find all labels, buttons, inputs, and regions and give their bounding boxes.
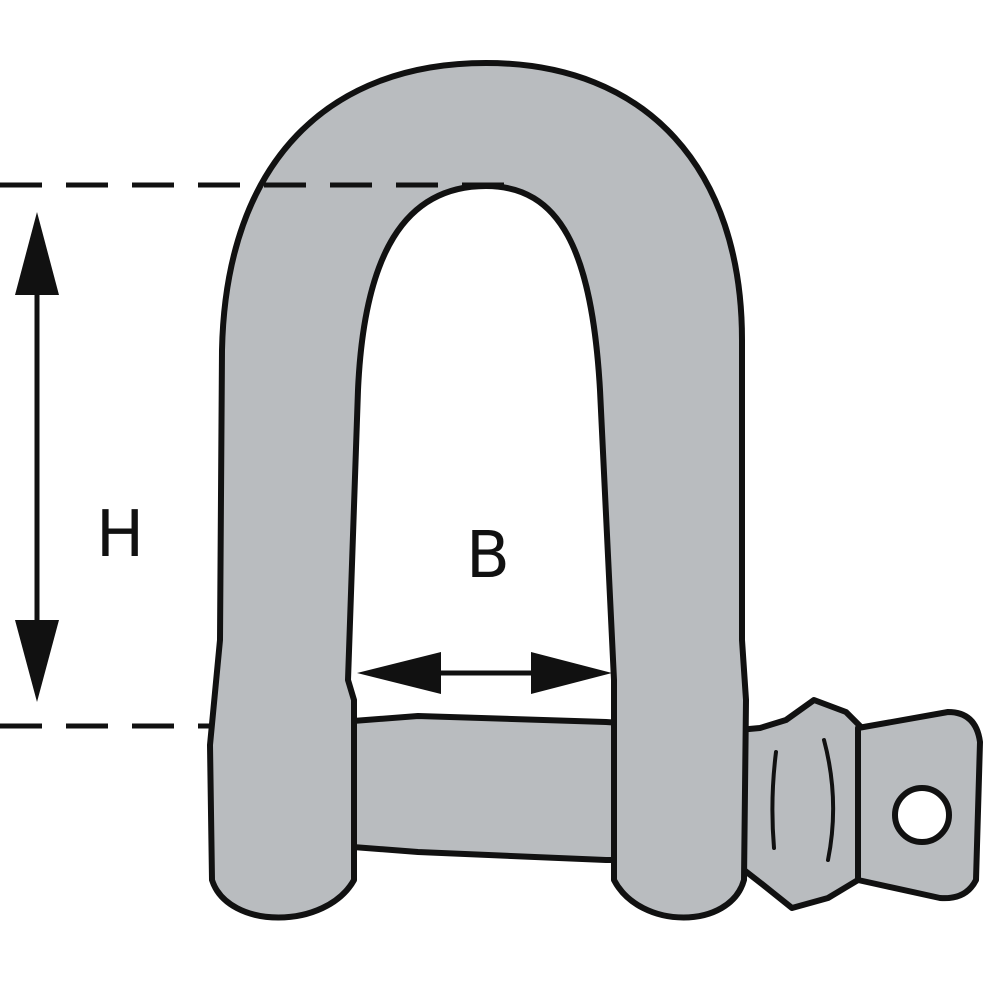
height-dimension: H	[0, 182, 510, 729]
height-label: H	[96, 498, 144, 572]
width-arrow-right	[531, 652, 612, 694]
height-arrow-down	[15, 620, 59, 702]
height-arrow-up	[15, 212, 59, 295]
pin-collar-groove-right	[822, 738, 836, 862]
shackle-body	[207, 60, 749, 921]
pin-shaft	[337, 713, 655, 863]
pin-bolt	[337, 697, 983, 911]
width-label: B	[466, 519, 510, 593]
pin-collar	[735, 697, 865, 911]
width-dimension: B	[357, 519, 612, 694]
width-arrow-left	[357, 652, 441, 694]
pin-collar-groove-left	[770, 750, 778, 850]
pin-eye-hole	[892, 785, 952, 845]
